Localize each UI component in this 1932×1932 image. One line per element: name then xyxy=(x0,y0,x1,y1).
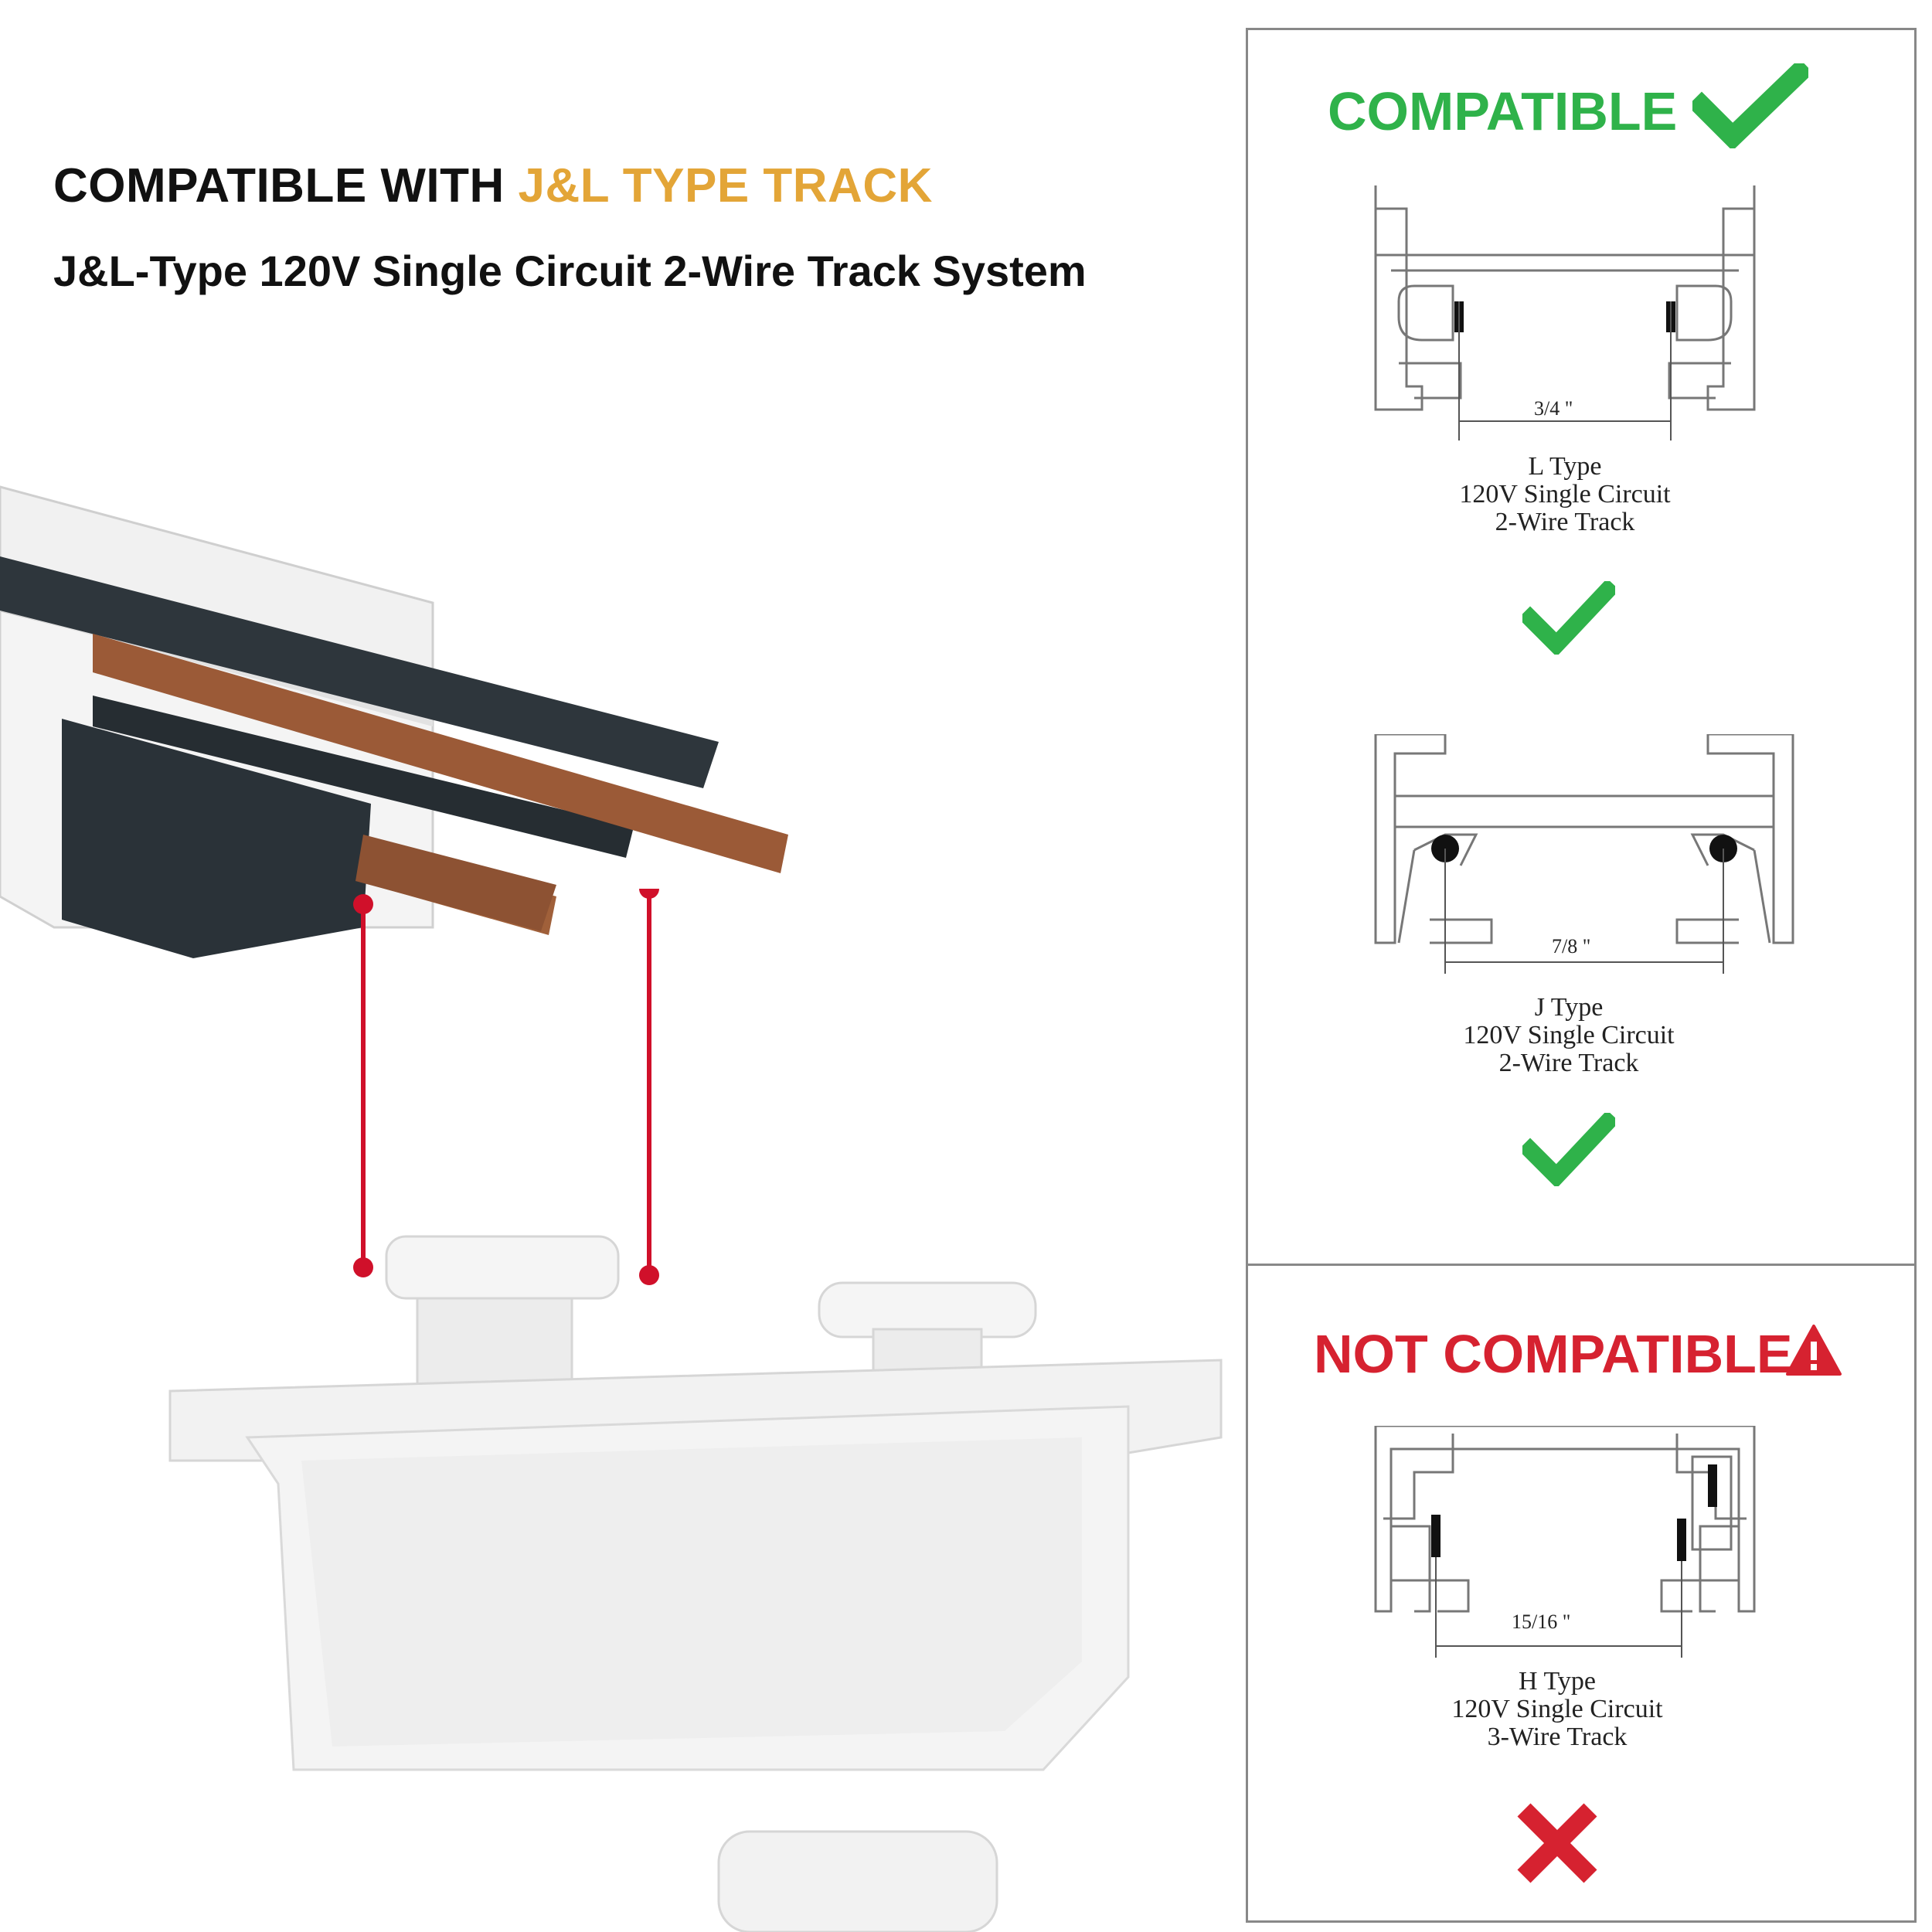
track-adapter-illustration xyxy=(168,1235,1223,1932)
l-type-dimension: 3/4 " xyxy=(1534,397,1573,420)
h-type-wire: 3-Wire Track xyxy=(1487,1723,1628,1751)
headline-prefix: COMPATIBLE WITH xyxy=(53,159,519,213)
l-type-wire: 2-Wire Track xyxy=(1495,508,1635,536)
headline-accent: J&L TYPE TRACK xyxy=(518,159,933,213)
check-icon xyxy=(1692,63,1808,148)
warning-icon xyxy=(1786,1325,1842,1376)
check-icon xyxy=(1522,581,1615,655)
l-type-track-diagram xyxy=(1374,185,1756,440)
compatible-title: COMPATIBLE xyxy=(1328,81,1678,141)
l-type-name: L Type xyxy=(1528,452,1602,481)
j-type-wire: 2-Wire Track xyxy=(1498,1049,1639,1077)
j-type-voltage: 120V Single Circuit xyxy=(1463,1021,1675,1049)
j-type-track-diagram xyxy=(1374,734,1794,974)
h-type-dimension: 15/16 " xyxy=(1512,1611,1571,1633)
track-rail-illustration xyxy=(0,485,788,958)
check-icon xyxy=(1522,1113,1615,1186)
not-compatible-title: NOT COMPATIBLE xyxy=(1314,1324,1793,1384)
headline: COMPATIBLE WITH J&L TYPE TRACK xyxy=(53,158,933,213)
connector-lines xyxy=(353,889,659,1285)
j-type-caption: J Type 120V Single Circuit 2-Wire Track xyxy=(1376,994,1762,1077)
l-type-voltage: 120V Single Circuit xyxy=(1459,480,1671,509)
h-type-name: H Type xyxy=(1519,1667,1596,1696)
compatibility-panel xyxy=(1246,28,1917,1923)
h-type-track-diagram xyxy=(1374,1426,1756,1658)
subheadline: J&L-Type 120V Single Circuit 2-Wire Trac… xyxy=(53,247,1087,295)
h-type-voltage: 120V Single Circuit xyxy=(1451,1695,1663,1723)
j-type-dimension: 7/8 " xyxy=(1552,935,1591,957)
panel-divider xyxy=(1246,1264,1917,1266)
h-type-caption: H Type 120V Single Circuit 3-Wire Track xyxy=(1364,1668,1750,1751)
cross-icon xyxy=(1517,1803,1597,1883)
j-type-name: J Type xyxy=(1534,993,1604,1022)
l-type-caption: L Type 120V Single Circuit 2-Wire Track xyxy=(1372,453,1758,536)
